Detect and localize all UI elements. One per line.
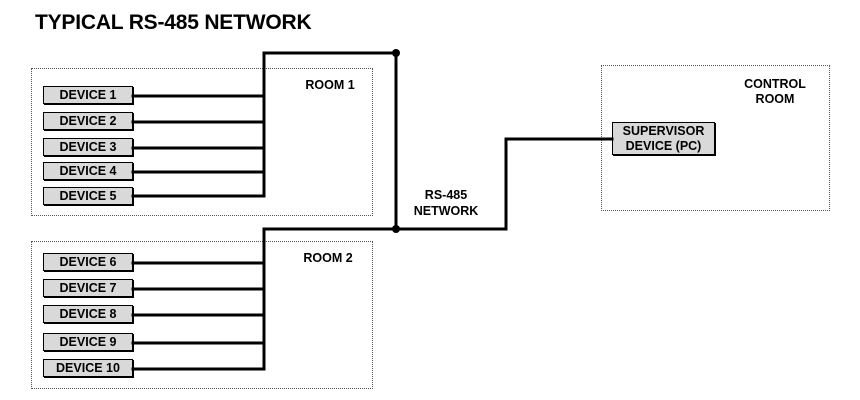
control-room-label-line2: ROOM [755, 92, 795, 106]
diagram-title: TYPICAL RS-485 NETWORK [35, 11, 312, 34]
device-4-box: DEVICE 4 [43, 162, 133, 180]
network-label-line1: RS-485 [424, 188, 468, 202]
junction-dot-top [392, 49, 400, 57]
device-1-box: DEVICE 1 [43, 86, 133, 104]
junction-dot-bottom [392, 225, 400, 233]
supervisor-label-line2: DEVICE (PC) [625, 139, 702, 153]
device-9-box: DEVICE 9 [43, 333, 133, 351]
control-room-label-line1: CONTROL [744, 77, 806, 91]
control-room-label: CONTROL ROOM [735, 77, 815, 107]
device-5-box: DEVICE 5 [43, 187, 133, 205]
room-1-box [31, 68, 373, 216]
device-10-box: DEVICE 10 [43, 359, 133, 377]
device-2-box: DEVICE 2 [43, 112, 133, 130]
room-1-label: ROOM 1 [305, 78, 355, 92]
device-6-box: DEVICE 6 [43, 253, 133, 271]
device-8-box: DEVICE 8 [43, 305, 133, 323]
supervisor-device-box: SUPERVISOR DEVICE (PC) [612, 122, 715, 155]
device-3-box: DEVICE 3 [43, 138, 133, 156]
network-label-line2: NETWORK [413, 204, 479, 218]
network-label: RS-485 NETWORK [396, 187, 496, 219]
room-2-box [31, 241, 373, 389]
supervisor-label-line1: SUPERVISOR [622, 124, 705, 138]
room-2-label: ROOM 2 [303, 251, 353, 265]
